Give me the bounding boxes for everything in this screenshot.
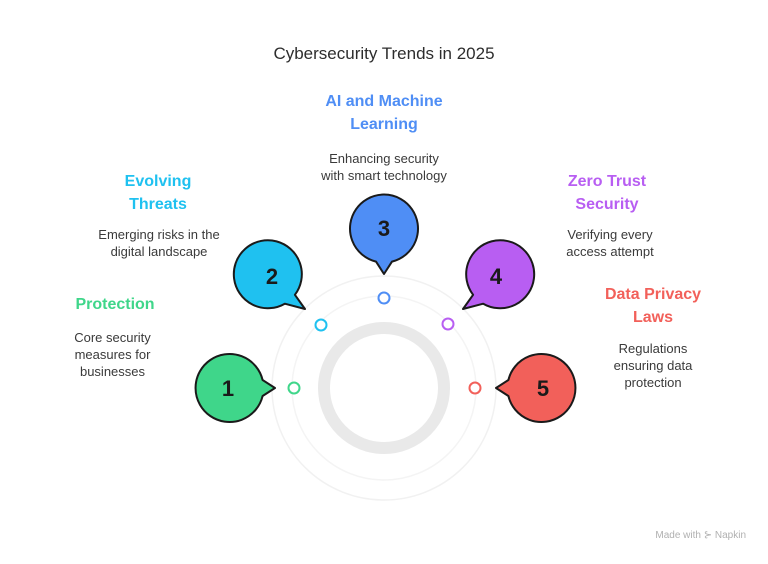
item-title-5: Data Privacy Laws [604, 286, 702, 326]
step-number-2: 2 [266, 264, 278, 289]
item-title-2: Evolving Threats [124, 173, 192, 213]
step-number-1: 1 [222, 376, 234, 401]
center-ring [318, 322, 450, 454]
item-title-4: Zero Trust Security [567, 173, 647, 213]
item-description-1: Core security measures for businesses [74, 330, 151, 379]
step-number-3: 3 [378, 216, 390, 241]
item-description-4: Verifying every access attempt [566, 227, 654, 259]
step-bubble-4: 4 [462, 239, 536, 310]
marker-dot-5 [468, 381, 482, 395]
diagram-title: Cybersecurity Trends in 2025 [273, 44, 495, 63]
step-number-5: 5 [537, 376, 549, 401]
marker-dot-1 [287, 381, 301, 395]
marker-dot-3 [377, 291, 391, 305]
item-description-2: Emerging risks in the digital landscape [98, 227, 220, 259]
made-with-napkin-watermark: Made with ⊱ Napkin [655, 530, 746, 541]
step-bubble-3: 3 [349, 193, 419, 275]
item-description-5: Regulations ensuring data protection [613, 341, 693, 390]
item-description-3: Enhancing security with smart technology [321, 151, 447, 183]
step-bubble-1: 1 [194, 353, 276, 423]
step-bubble-2: 2 [232, 239, 306, 310]
item-title-1: Protection [75, 296, 155, 313]
item-title-3: AI and Machine Learning [325, 93, 443, 133]
marker-dot-4 [441, 317, 455, 331]
step-bubble-5: 5 [495, 353, 577, 423]
step-number-4: 4 [490, 264, 503, 289]
marker-dot-2 [314, 318, 328, 332]
